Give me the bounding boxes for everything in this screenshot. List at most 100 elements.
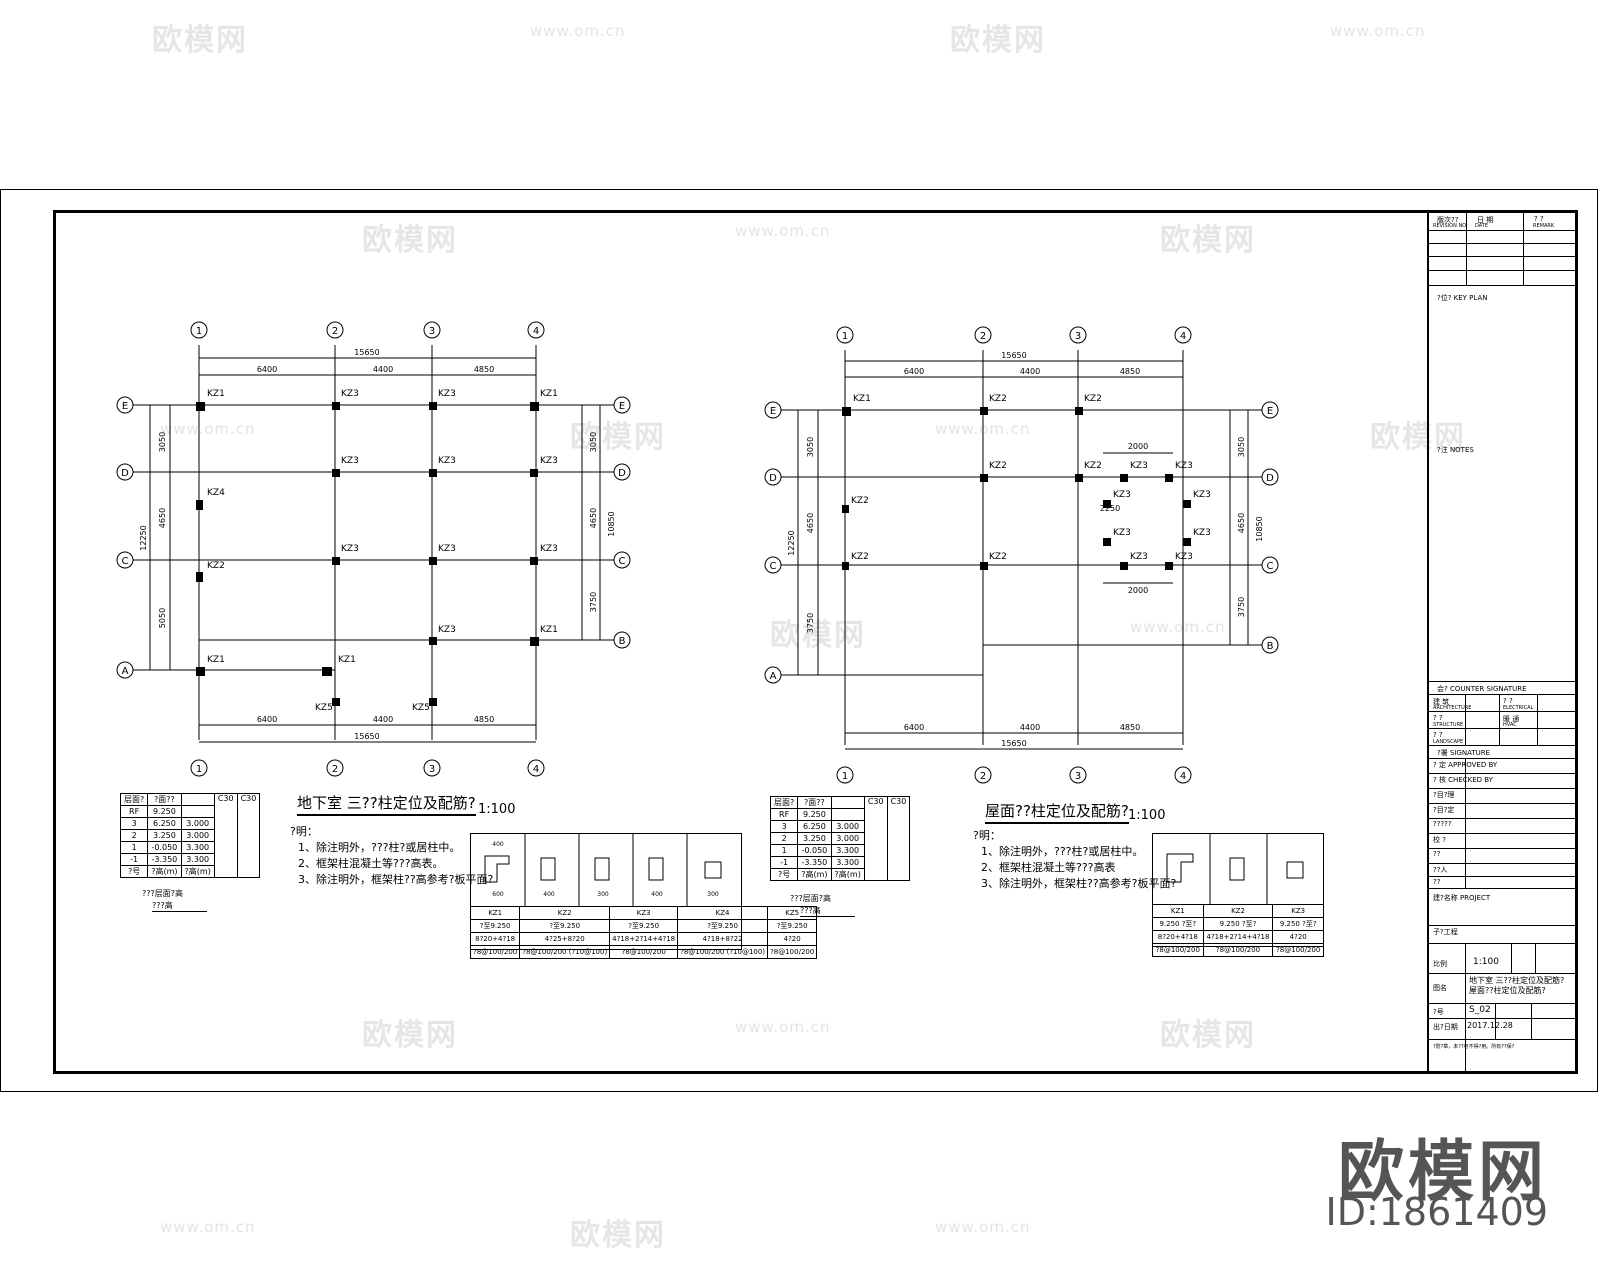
watermark-url: www.om.cn [1330, 22, 1426, 40]
axis-label: 3 [1075, 331, 1081, 342]
dim-label: 4650 [589, 508, 598, 528]
column-tag: KZ3 [1193, 528, 1211, 538]
column-tag: KZ1 [207, 389, 225, 399]
dim-label: 4400 [1020, 723, 1040, 732]
left-section-drawings: 400 600 400 300 400 300 [484, 834, 722, 906]
watermark-id: ID:1861409 [1325, 1190, 1548, 1234]
right-column-plan: 1 2 3 4 1 2 3 4 E D C A E D C B 6400 440… [764, 326, 1279, 784]
column-tag: KZ3 [1113, 528, 1131, 538]
dim-label: 15650 [1001, 351, 1026, 360]
watermark-url: www.om.cn [530, 22, 626, 40]
left-column-plan: 1 2 3 4 1 2 3 4 E D C A E D C B 6400 440… [116, 321, 631, 777]
axis-label: A [122, 666, 129, 677]
right-section-drawings [1166, 834, 1304, 904]
column-tag: KZ3 [341, 456, 359, 466]
tb-remark-header: ? ? [1534, 215, 1544, 223]
dim-label: 10850 [607, 511, 616, 536]
watermark-brand: 欧模网 [1160, 223, 1256, 258]
section-dim: 300 [707, 891, 719, 898]
axis-label: 2 [980, 331, 986, 342]
axis-label: E [619, 401, 625, 412]
dim-label: 12250 [787, 530, 796, 555]
watermark-url: www.om.cn [160, 1218, 256, 1236]
right-level-caption: ???层面?高 [790, 894, 831, 903]
watermark-url: www.om.cn [935, 1218, 1031, 1236]
section-name: KZ1 [469, 906, 521, 920]
column-tag: KZ1 [338, 655, 356, 665]
dim-label: 4650 [806, 513, 815, 533]
dim-label: 2000 [1128, 442, 1148, 451]
column-tag: KZ1 [207, 655, 225, 665]
tb-key-plan: ?位? KEY PLAN [1437, 294, 1488, 302]
dim-label: 3750 [1237, 597, 1246, 617]
dim-label: 4400 [1020, 367, 1040, 376]
watermark-url: www.om.cn [160, 420, 256, 438]
tb-scale-label: 比例 [1433, 960, 1447, 968]
column-tag: KZ1 [540, 625, 558, 635]
section-dim: 400 [492, 841, 504, 848]
axis-label: 2 [332, 326, 338, 337]
dim-label: 15650 [354, 732, 379, 741]
column-tag: KZ3 [1130, 552, 1148, 562]
axis-label: 3 [429, 764, 435, 775]
dim-label: 10850 [1255, 516, 1264, 541]
column-tag: KZ2 [989, 461, 1007, 471]
tb-signature: ?署 SIGNATURE [1437, 749, 1491, 757]
axis-label: 1 [196, 326, 202, 337]
right-plan-scale: 1:100 [1128, 808, 1166, 823]
left-plan-notes: ?明： 1、除注明外，???柱?或居柱中。 2、框架柱混凝土等???高表。 3、… [290, 825, 494, 886]
tb-subproject: 子?工程 [1433, 928, 1458, 936]
tb-drawing-no-label: ?号 [1433, 1008, 1444, 1016]
watermark-brand: 欧模网 [362, 1018, 458, 1053]
dim-label: 4650 [1237, 513, 1246, 533]
dim-label: 3050 [1237, 437, 1246, 457]
dim-label: 6400 [257, 715, 277, 724]
axis-label: D [1266, 473, 1274, 484]
axis-label: 1 [196, 764, 202, 775]
left-plan-scale: 1:100 [478, 802, 516, 817]
column-tag: KZ1 [853, 394, 871, 404]
dim-label: 4850 [1120, 723, 1140, 732]
watermark-url: www.om.cn [935, 420, 1031, 438]
column-tag: KZ3 [540, 456, 558, 466]
dim-label: 15650 [1001, 739, 1026, 748]
column-tag: KZ3 [1193, 490, 1211, 500]
column-tag: KZ3 [438, 625, 456, 635]
column-tag: KZ3 [438, 456, 456, 466]
dim-label: 2250 [1100, 504, 1120, 513]
watermark-brand: 欧模网 [1160, 1018, 1256, 1053]
tb-project: 建?名称 PROJECT [1433, 894, 1491, 902]
sheet-outer-frame [0, 189, 1598, 1092]
section-dim: 600 [492, 891, 504, 898]
column-tag: KZ2 [1084, 394, 1102, 404]
axis-label: 4 [533, 764, 539, 775]
watermark-url: www.om.cn [735, 222, 831, 240]
left-plan-title: 地下室 三??柱定位及配筋? [297, 792, 476, 816]
column-tag: KZ5 [315, 703, 333, 713]
watermark-logo: 欧模网 [1338, 1133, 1548, 1210]
watermark-brand: 欧模网 [152, 23, 248, 58]
column-tag: KZ3 [438, 544, 456, 554]
dim-label: 4400 [373, 715, 393, 724]
tb-drawing-no: S_02 [1469, 1005, 1491, 1015]
dim-label: 3750 [589, 592, 598, 612]
tb-scale: 1:100 [1473, 957, 1499, 967]
column-tag: KZ2 [207, 561, 225, 571]
column-tag: KZ3 [438, 389, 456, 399]
left-level-caption: ???高 [152, 900, 207, 912]
section-dim: 400 [543, 891, 555, 898]
dim-label: 6400 [904, 367, 924, 376]
axis-label: B [1267, 641, 1274, 652]
watermark-url: www.om.cn [1130, 618, 1226, 636]
column-tag: KZ3 [341, 389, 359, 399]
column-tag: KZ3 [1130, 461, 1148, 471]
tb-drawing-title: 地下室 三??柱定位及配筋? 屋面??柱定位及配筋? [1469, 976, 1565, 995]
right-level-caption: ???高 [800, 905, 855, 917]
dim-label: 6400 [257, 365, 277, 374]
tb-footer-note: ?防?章，未??可不得?用。所有??保? [1433, 1044, 1515, 1050]
dim-label: 3750 [806, 613, 815, 633]
watermark-brand: 欧模网 [1370, 420, 1466, 455]
column-tag: KZ1 [540, 389, 558, 399]
